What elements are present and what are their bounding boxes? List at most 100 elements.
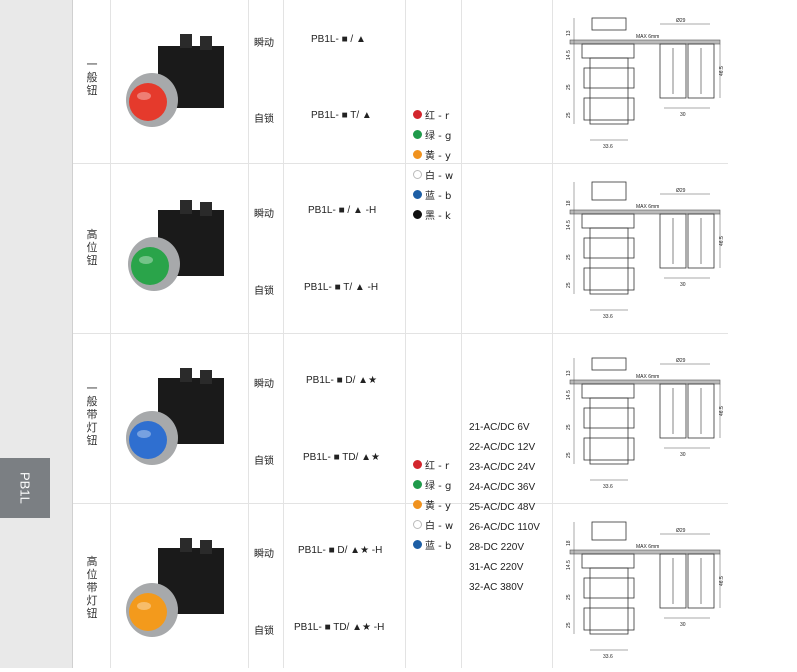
series-tab[interactable]: PB1L bbox=[0, 458, 50, 518]
body-outline bbox=[583, 237, 635, 259]
column-divider bbox=[283, 0, 284, 668]
model-latching: PB1L- ■ TD/ ▲★ bbox=[303, 452, 380, 463]
panel-plate bbox=[569, 39, 721, 45]
model-latching: PB1L- ■ T/ ▲ bbox=[311, 110, 372, 121]
contact-block-outline bbox=[687, 213, 715, 269]
dim-label: Ø29 bbox=[676, 358, 686, 364]
color-swatch-icon bbox=[413, 479, 422, 489]
body-outline bbox=[589, 567, 629, 635]
dim-label: MAX 6mm bbox=[636, 374, 659, 380]
row-divider bbox=[73, 503, 728, 504]
button-head-outline bbox=[591, 181, 627, 201]
color-option-label: 红 - r bbox=[425, 110, 450, 122]
dim-label: MAX 6mm bbox=[636, 204, 659, 210]
body-outline bbox=[583, 437, 635, 461]
color-option-label: 黄 - y bbox=[425, 150, 451, 162]
dim-label: Ø29 bbox=[676, 528, 686, 534]
color-option: 红 - r bbox=[413, 454, 453, 474]
body-outline bbox=[589, 227, 629, 295]
body-outline bbox=[583, 577, 635, 599]
body-outline bbox=[581, 43, 635, 59]
button-photo bbox=[128, 200, 224, 291]
latching-label: 自锁 bbox=[254, 626, 274, 637]
dim-label: 18 bbox=[566, 540, 572, 546]
dim-label: 33.6 bbox=[603, 314, 613, 320]
contact-block-outline bbox=[659, 383, 687, 439]
model-momentary: PB1L- ■ D/ ▲★ bbox=[306, 375, 378, 386]
color-option-label: 黄 - y bbox=[425, 500, 451, 512]
sidebar-edge bbox=[72, 0, 73, 668]
model-momentary: PB1L- ■ / ▲ -H bbox=[308, 205, 377, 216]
dim-label: 30 bbox=[680, 282, 686, 288]
latching-label: 自锁 bbox=[254, 286, 274, 297]
button-cap bbox=[131, 247, 169, 285]
color-option-label: 蓝 - b bbox=[425, 190, 452, 202]
dim-label: 14.5 bbox=[566, 220, 572, 230]
momentary-label: 瞬动 bbox=[254, 38, 274, 49]
voltage-option: 24-AC/DC 36V bbox=[469, 482, 536, 493]
dim-label: MAX 6mm bbox=[636, 544, 659, 550]
voltage-option: 21-AC/DC 6V bbox=[469, 422, 530, 433]
dim-label: 13 bbox=[566, 370, 572, 376]
color-option: 白 - w bbox=[413, 514, 453, 534]
color-option: 黄 - y bbox=[413, 144, 453, 164]
button-photo bbox=[126, 538, 224, 637]
color-option-label: 黑 - k bbox=[425, 210, 451, 222]
momentary-label: 瞬动 bbox=[254, 549, 274, 560]
contact-block-outline bbox=[659, 553, 687, 609]
color-option: 白 - w bbox=[413, 164, 453, 184]
color-option: 绿 - g bbox=[413, 124, 453, 144]
dim-label: 25 bbox=[566, 452, 572, 458]
panel-plate bbox=[569, 379, 721, 385]
dim-label: 30 bbox=[680, 622, 686, 628]
color-option: 红 - r bbox=[413, 104, 453, 124]
button-cap bbox=[129, 421, 167, 459]
dim-label: 25 bbox=[566, 424, 572, 430]
column-divider bbox=[110, 0, 111, 668]
row-divider bbox=[73, 333, 728, 334]
left-sidebar bbox=[0, 0, 73, 668]
button-cap bbox=[129, 593, 167, 631]
dim-label: 30 bbox=[680, 452, 686, 458]
panel-plate bbox=[569, 209, 721, 215]
color-option-label: 绿 - g bbox=[425, 130, 452, 142]
contact-block-outline bbox=[659, 43, 687, 99]
button-head-outline bbox=[591, 521, 627, 541]
color-option-label: 白 - w bbox=[425, 170, 454, 182]
color-swatch-icon bbox=[413, 539, 422, 549]
dim-label: 25 bbox=[566, 594, 572, 600]
voltage-option: 25-AC/DC 48V bbox=[469, 502, 536, 513]
model-momentary: PB1L- ■ D/ ▲★ -H bbox=[298, 545, 383, 556]
contact-block-outline bbox=[659, 213, 687, 269]
body-outline bbox=[583, 67, 635, 89]
body-outline bbox=[581, 553, 635, 569]
color-option: 蓝 - b bbox=[413, 184, 453, 204]
body-outline bbox=[583, 607, 635, 631]
color-option-label: 蓝 - b bbox=[425, 540, 452, 552]
color-option: 黑 - k bbox=[413, 204, 453, 224]
contact-block-outline bbox=[687, 383, 715, 439]
color-swatch-icon bbox=[413, 169, 422, 179]
dim-label: 25 bbox=[566, 254, 572, 260]
column-divider bbox=[248, 0, 249, 668]
voltage-option: 22-AC/DC 12V bbox=[469, 442, 536, 453]
button-head-outline bbox=[591, 17, 627, 31]
dim-label: Ø29 bbox=[676, 188, 686, 194]
body-outline bbox=[583, 267, 635, 291]
color-option-label: 绿 - g bbox=[425, 480, 452, 492]
model-latching: PB1L- ■ TD/ ▲★ -H bbox=[294, 622, 385, 633]
body-outline bbox=[583, 407, 635, 429]
color-swatch-icon bbox=[413, 189, 422, 199]
dim-label: MAX 6mm bbox=[636, 34, 659, 40]
dim-label: 14.5 bbox=[566, 560, 572, 570]
dim-label: 33.6 bbox=[603, 654, 613, 660]
body-outline bbox=[583, 97, 635, 121]
body-outline bbox=[581, 213, 635, 229]
dim-label: 46.5 bbox=[719, 406, 725, 416]
color-swatch-icon bbox=[413, 109, 422, 119]
dim-label: 33.6 bbox=[603, 144, 613, 150]
voltage-option: 31-AC 220V bbox=[469, 562, 524, 573]
dim-label: Ø29 bbox=[676, 18, 686, 24]
